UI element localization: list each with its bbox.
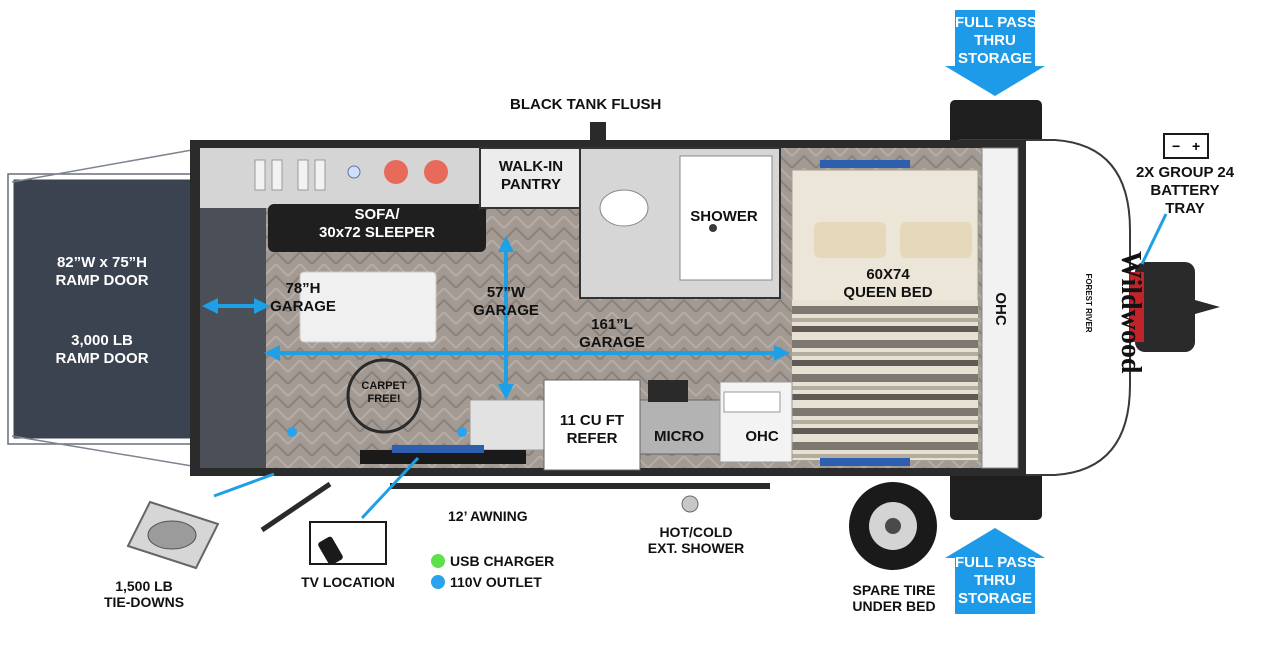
shower-drain-icon <box>709 224 717 232</box>
legend-110v-label: 110V OUTLET <box>450 574 542 590</box>
walk-in-pantry <box>479 147 581 209</box>
brand-logo: Wildwood <box>1115 251 1146 374</box>
spare-tire-icon <box>849 482 937 570</box>
legend-usb-dot <box>431 554 445 568</box>
awning-label: 12’ AWNING <box>448 508 528 524</box>
ramp-door <box>10 176 194 442</box>
brand-sub: FOREST RIVER <box>1084 273 1093 333</box>
outlet-110v <box>287 427 297 437</box>
full-pass-arrow-top <box>945 10 1045 96</box>
hitch <box>1135 262 1195 352</box>
outlet-110v <box>457 427 467 437</box>
svg-text:−: − <box>1172 138 1180 154</box>
shower-label: SHOWER <box>690 208 758 225</box>
refrigerator <box>543 379 641 471</box>
front-ohc-label: OHC <box>992 292 1009 326</box>
tv-remote-icon <box>309 521 387 566</box>
front-ohc <box>981 147 1019 469</box>
shower-stall <box>679 155 773 281</box>
svg-text:+: + <box>1192 138 1200 154</box>
black-tank-flush-label: BLACK TANK FLUSH <box>510 96 662 113</box>
full-pass-arrow-bottom <box>945 528 1045 614</box>
front-storage-bottom <box>950 470 1042 520</box>
toilet-icon <box>599 189 649 227</box>
sofa-label: SOFA/30x72 SLEEPER <box>319 206 435 241</box>
ext-shower <box>681 495 699 513</box>
sofa-sleeper <box>268 204 486 252</box>
micro-label: MICRO <box>654 428 704 445</box>
tie-down-icon <box>126 500 220 570</box>
legend-110v-dot <box>431 575 445 589</box>
legend-usb-label: USB CHARGER <box>450 553 555 569</box>
table <box>299 271 437 343</box>
battery-icon: − + <box>1163 133 1209 159</box>
tv <box>392 445 484 453</box>
tv-location-label: TV LOCATION <box>301 574 395 590</box>
shoe-shelf <box>254 159 448 191</box>
black-tank-flush <box>590 122 606 142</box>
kitchen-ohc-label: OHC <box>745 428 779 445</box>
